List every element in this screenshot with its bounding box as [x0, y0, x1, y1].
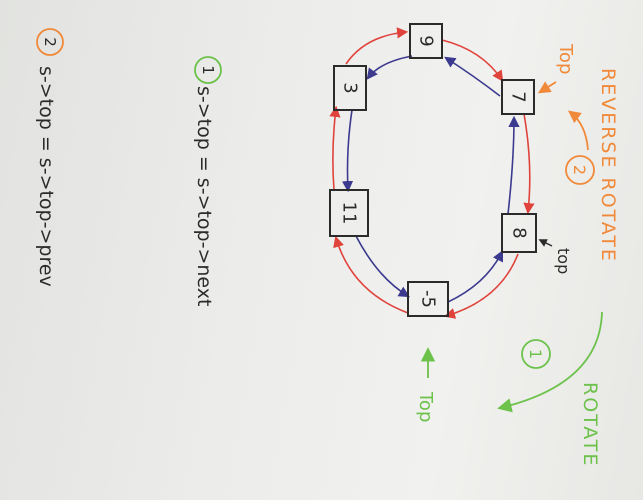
next-links: [329, 27, 535, 319]
rotate-label: ROTATE: [579, 382, 601, 467]
node-label: 11: [339, 202, 360, 225]
node-label: 9: [416, 35, 437, 46]
node-box: [409, 23, 443, 59]
node-box: [501, 213, 537, 253]
node-9: 9: [409, 23, 443, 59]
formula-one-circle: [194, 56, 222, 84]
step-two-marker: 2: [570, 165, 589, 175]
node-box: [407, 281, 449, 317]
formula-two-text: s->top = s->top->prev: [35, 66, 57, 287]
node-box: [501, 79, 535, 115]
formula-one-text: s->top = s->top->next: [193, 86, 215, 307]
prev-links: [341, 55, 520, 303]
link-next-m5-11: [333, 235, 409, 314]
top-label-black: top: [554, 248, 573, 274]
node-label: 7: [508, 91, 529, 102]
link-next-11-3: [329, 105, 341, 191]
reverse-rotate-label: REVERSE ROTATE: [597, 68, 619, 263]
top-black-arrow: [538, 239, 553, 247]
link-prev-11-m5: [355, 235, 410, 298]
node-box: [329, 189, 369, 237]
step-one-circle: [521, 339, 551, 369]
node-3: 3: [333, 65, 367, 111]
node-minus5: -5: [407, 281, 449, 317]
link-prev-8-7: [507, 115, 520, 215]
link-next-9-7: [441, 39, 504, 82]
formula-two-number: 2: [41, 37, 59, 47]
formula-one-number: 1: [199, 65, 217, 75]
link-prev-3-11: [341, 109, 354, 193]
formula-two-circle: [36, 28, 64, 56]
link-next-7-8: [523, 113, 535, 215]
node-label: 3: [340, 82, 361, 93]
top-orange-arrow: [537, 81, 557, 94]
node-label: -5: [418, 290, 439, 308]
node-7: 7: [501, 79, 535, 115]
step-one-marker: 1: [526, 349, 545, 359]
node-group: 9 7 8 -5 11 3: [329, 23, 537, 317]
top-label-orange: Top: [555, 43, 576, 74]
link-prev-m5-8: [447, 249, 504, 303]
link-prev-7-9: [444, 56, 501, 97]
top-label-green: Top: [415, 391, 436, 422]
rotate-arrow: [497, 311, 603, 413]
step-two-circle: [565, 155, 595, 185]
node-box: [333, 65, 367, 111]
reverse-rotate-arrow: [567, 110, 589, 151]
link-next-3-9: [345, 27, 409, 65]
node-8: 8: [501, 213, 537, 253]
link-prev-9-3: [366, 55, 413, 80]
node-label: 8: [509, 227, 530, 238]
link-next-8-m5: [443, 253, 519, 319]
node-11: 11: [329, 189, 369, 237]
